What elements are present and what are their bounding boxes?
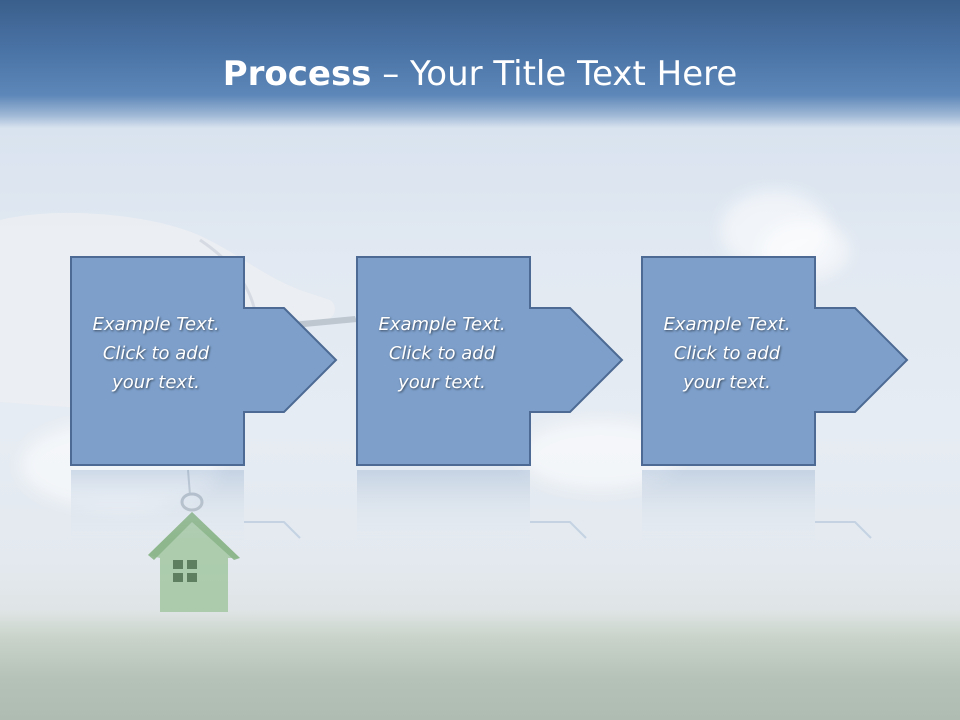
step-text: Example Text. Click to add your text. [92, 314, 220, 393]
process-step-1[interactable]: Example Text. Click to add your text. [70, 256, 340, 468]
step-text: Example Text. Click to add your text. [378, 314, 506, 393]
arrow-right-icon [641, 256, 909, 466]
title-banner [0, 0, 960, 128]
step-reflection [357, 470, 587, 540]
step-reflection [71, 470, 301, 540]
process-step-2[interactable]: Example Text. Click to add your text. [356, 256, 626, 468]
arrow-right-icon [70, 256, 338, 466]
step-reflection [642, 470, 872, 540]
step-text: Example Text. Click to add your text. [663, 314, 791, 393]
title-rest: – Your Title Text Here [371, 54, 738, 94]
process-step-3[interactable]: Example Text. Click to add your text. [641, 256, 911, 468]
arrow-right-icon [356, 256, 624, 466]
title-bold: Process [222, 54, 372, 94]
page-title: Process – Your Title Text Here [0, 52, 960, 96]
